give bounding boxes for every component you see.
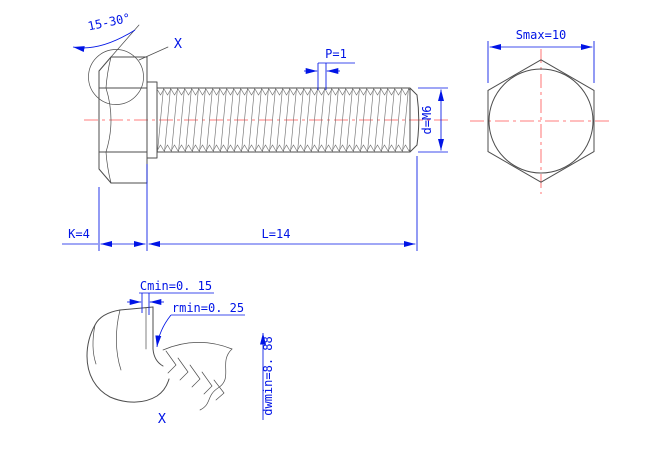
length-label: L=14 xyxy=(262,227,291,241)
head-height-dimension: K=4 xyxy=(62,164,148,251)
detail-view: Cmin=0. 15 rmin=0. 25 dwmin=8. 88 X xyxy=(86,279,275,427)
thread-diameter-label: d=M6 xyxy=(420,106,434,135)
head-height-label: K=4 xyxy=(68,227,90,241)
bearing-diameter-dimension: dwmin=8. 88 xyxy=(260,333,275,420)
thread-diameter-dimension: d=M6 xyxy=(418,87,448,153)
detail-head-outline xyxy=(86,306,170,403)
detail-view-marker-label: X xyxy=(158,411,166,427)
bolt-shank xyxy=(156,87,420,153)
chamfer-angle-label: 15-30° xyxy=(87,11,132,34)
side-view: X 15-30° P=1 d=M6 K=4 xyxy=(62,11,452,251)
fillet-radius-label: rmin=0. 25 xyxy=(172,301,244,315)
across-flats-dimension: Smax=10 xyxy=(487,28,595,83)
angle-arc xyxy=(72,29,136,53)
detail-thread-profile xyxy=(162,342,233,411)
detail-callout-circle xyxy=(88,49,144,105)
hexagon-outline xyxy=(487,59,595,183)
detail-leader-line xyxy=(138,46,169,61)
detail-marker-label: X xyxy=(174,36,182,52)
end-view-centerlines xyxy=(470,49,612,194)
fillet-radius-dimension: rmin=0. 25 xyxy=(155,301,245,348)
break-line xyxy=(199,348,233,411)
thread-hatching xyxy=(157,88,410,152)
chamfer-min-dimension: Cmin=0. 15 xyxy=(127,279,214,315)
across-flats-label: Smax=10 xyxy=(516,28,567,42)
chamfer-min-label: Cmin=0. 15 xyxy=(140,279,212,293)
pitch-label: P=1 xyxy=(325,47,347,61)
chamfer-circle xyxy=(488,68,594,174)
length-dimension: L=14 xyxy=(148,156,418,251)
bearing-diameter-label: dwmin=8. 88 xyxy=(261,336,275,415)
pitch-dimension: P=1 xyxy=(304,47,355,90)
chamfer-angle-dimension: 15-30° xyxy=(72,11,140,58)
end-view: Smax=10 xyxy=(470,28,612,194)
detail-callout: X xyxy=(88,36,182,105)
